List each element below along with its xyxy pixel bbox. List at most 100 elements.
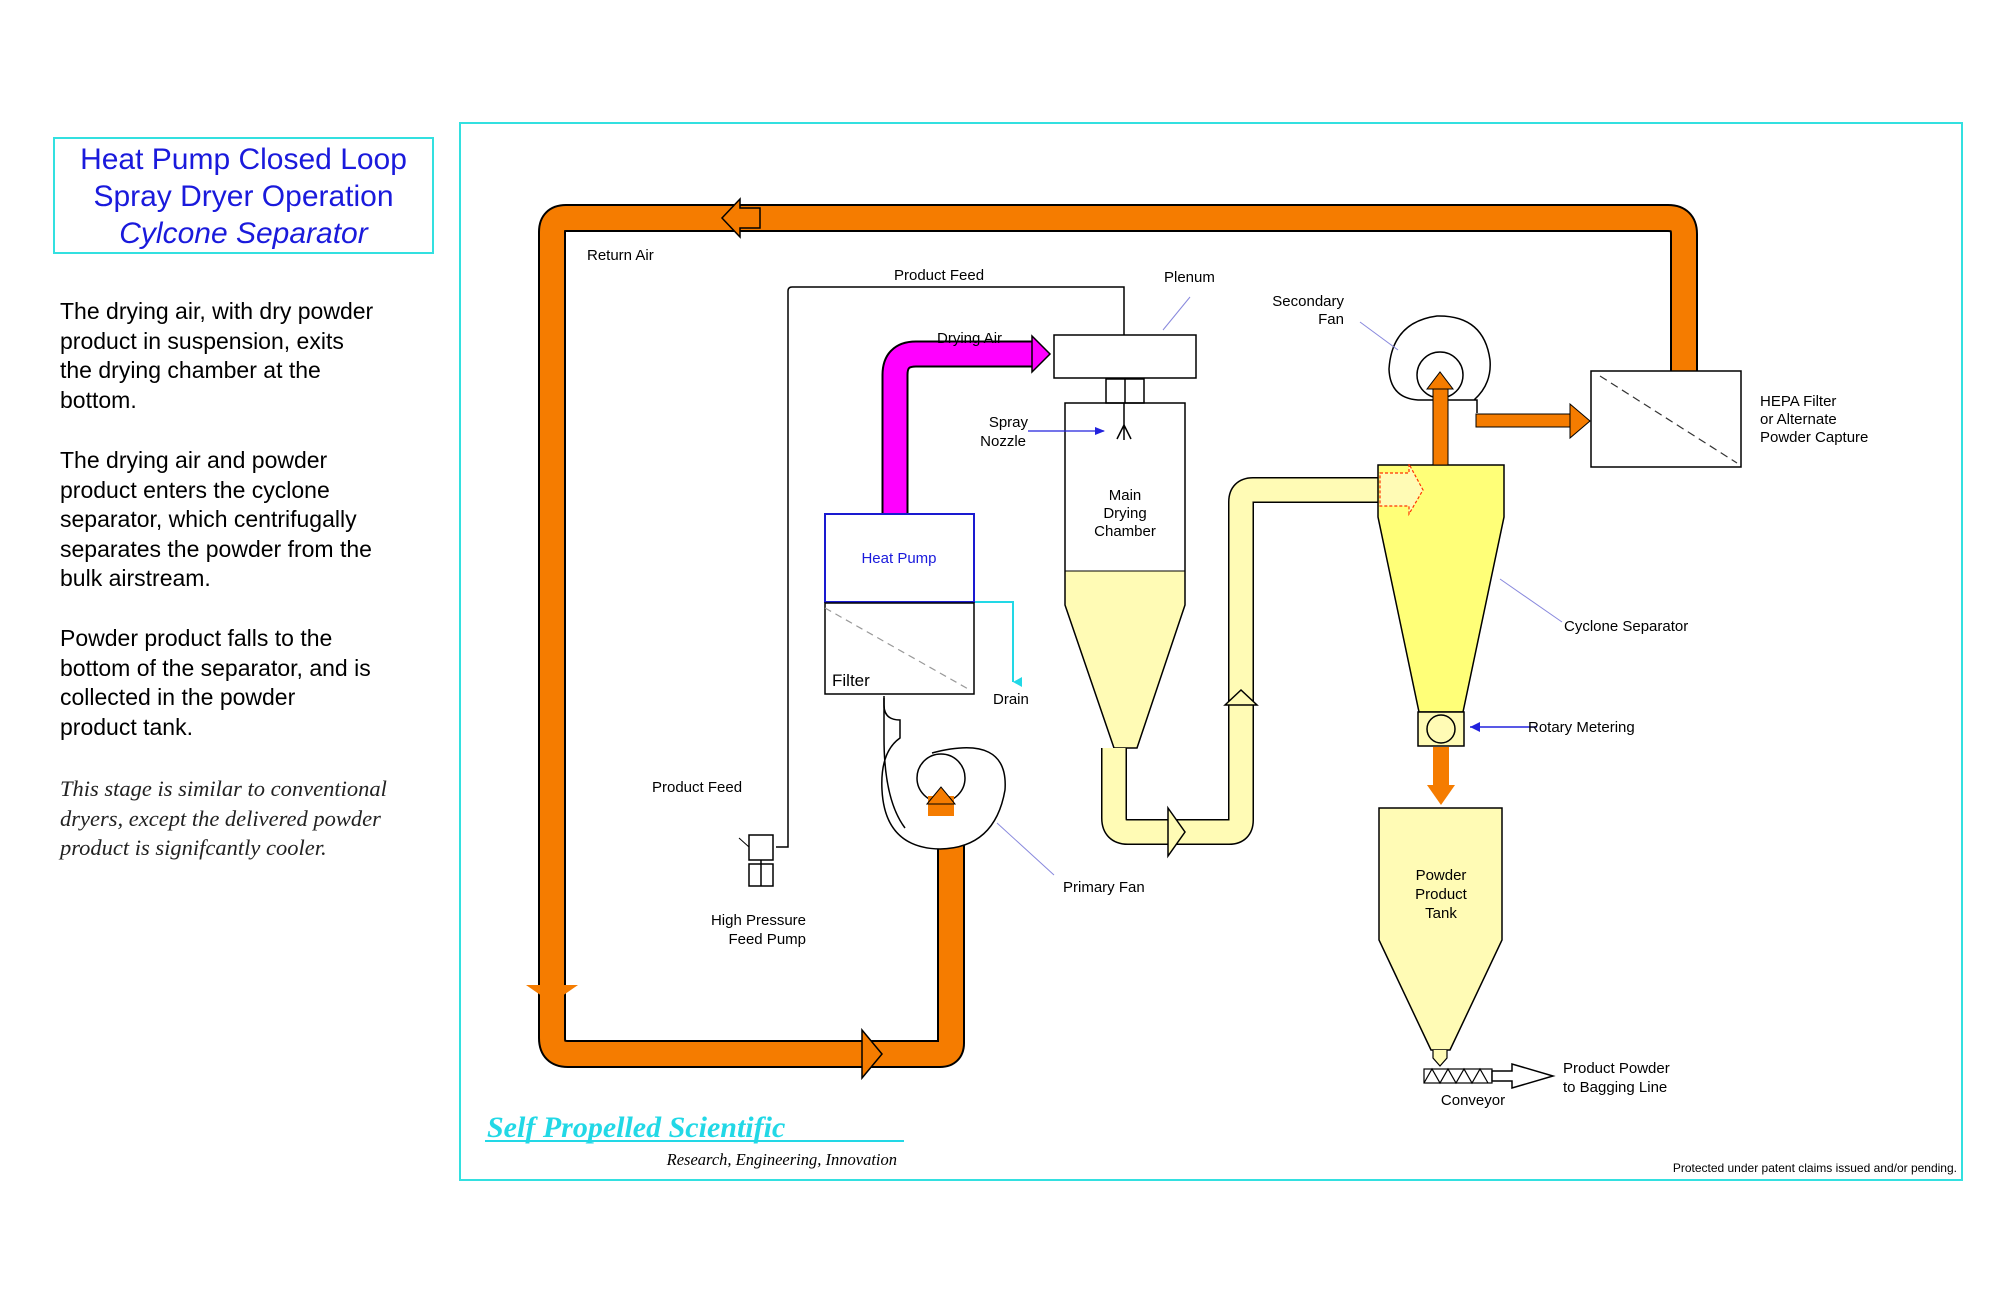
text-line: product in suspension, exits [60, 327, 344, 354]
hepa-label-1: HEPA Filter [1760, 393, 1836, 410]
hepa-filter-media-line [1599, 375, 1738, 464]
secondary-fan-arrow [1425, 371, 1455, 390]
powder-drop-arrow [1427, 785, 1455, 805]
brand-tagline: Research, Engineering, Innovation [666, 1150, 897, 1169]
chamber-label-3: Chamber [1094, 523, 1156, 540]
secondary-fan-outlet-duct [1475, 413, 1575, 428]
primary-fan-scroll [883, 698, 906, 829]
text-line: product tank. [60, 713, 193, 740]
drying-air-arrow [1031, 334, 1052, 374]
spray-nozzle-label-1: Spray [989, 414, 1029, 431]
return-air-arrow-right [861, 1027, 883, 1081]
tank-outlet [1432, 1050, 1448, 1067]
title-line-2: Spray Dryer Operation [93, 180, 394, 213]
text-line: separates the powder from the [60, 535, 372, 562]
brand-name: Self Propelled Scientific [487, 1111, 785, 1144]
hepa-label-3: Powder Capture [1760, 429, 1868, 446]
powder-product-tank [1378, 807, 1503, 1051]
tank-label-1: Powder [1416, 867, 1467, 884]
primary-fan-arrow [925, 786, 957, 805]
feed-pump-top [748, 834, 774, 861]
patent-notice: Protected under patent claims issued and… [1673, 1161, 1957, 1175]
text-line: bottom. [60, 386, 137, 413]
spray-nozzle-label-2: Nozzle [980, 433, 1026, 450]
cyclone-inlet-arrow [1379, 463, 1424, 517]
text-line: Powder product falls to the [60, 625, 333, 651]
plenum-label: Plenum [1164, 269, 1215, 286]
secondary-fan-outlet-arrow [1569, 402, 1591, 440]
drain-label: Drain [993, 691, 1029, 708]
chamber-label-2: Drying [1103, 505, 1146, 522]
drying-air-duct [883, 342, 1032, 513]
duct-arrow-up [1223, 688, 1259, 706]
text-line: the drying chamber at the [60, 357, 321, 383]
description-paragraph-2: The drying air and powder product enters… [60, 446, 420, 594]
rotary-metering-label: Rotary Metering [1528, 719, 1635, 736]
filter-media-line [824, 607, 971, 691]
return-air-duct [540, 206, 1696, 1066]
secondary-fan-label-2: Fan [1318, 311, 1344, 328]
return-air-arrow-left [720, 197, 761, 239]
text-line: product enters the cyclone [60, 476, 330, 503]
hepa-filter-box [1590, 370, 1742, 468]
duct-arrow-right [1167, 805, 1186, 859]
product-feed-left-label: Product Feed [652, 779, 742, 796]
conveyor-output-arrow [1491, 1062, 1556, 1090]
primary-fan-label: Primary Fan [1063, 879, 1145, 896]
main-drying-chamber [1064, 402, 1186, 749]
return-air-label: Return Air [587, 247, 654, 264]
plenum-box [1053, 334, 1197, 379]
heat-pump-box [824, 513, 975, 603]
plenum-pointer [1162, 296, 1191, 331]
conveyor-screw [1423, 1067, 1489, 1085]
rotary-metering-rotor [1426, 714, 1456, 744]
product-feed-line [776, 286, 1125, 848]
text-line: separator, which centrifugally [60, 506, 357, 532]
tank-label-2: Product [1415, 886, 1468, 903]
chamber-outlet-duct [1102, 748, 1170, 844]
text-line: bottom of the separator, and is [60, 654, 371, 681]
cyclone-separator-label: Cyclone Separator [1564, 618, 1688, 635]
text-line: dryers, except the delivered powder [60, 805, 381, 831]
drying-air-label: Drying Air [937, 330, 1002, 347]
secondary-fan-pointer [1359, 321, 1399, 351]
cyclone-pointer [1499, 578, 1563, 623]
feed-pump-label-2: Feed Pump [728, 931, 806, 948]
filter-box [824, 602, 975, 695]
description-paragraph-1: The drying air, with dry powder product … [60, 297, 420, 415]
conveyor-label: Conveyor [1441, 1092, 1505, 1109]
cyclone-inlet-duct-outline [1170, 477, 1378, 845]
feed-pump-label-1: High Pressure [711, 912, 806, 929]
rotary-metering-pointer-head [1470, 722, 1480, 732]
feed-pump-pointer [738, 837, 750, 848]
hepa-label-2: or Alternate [1760, 411, 1837, 428]
heat-pump-label: Heat Pump [861, 550, 936, 567]
text-line: This stage is similar to conventional [60, 776, 387, 801]
return-air-arrow-down [526, 985, 578, 1003]
title-line-3: Cylcone Separator [119, 217, 368, 250]
tank-label-3: Tank [1425, 905, 1457, 922]
secondary-fan-label-1: Secondary [1272, 293, 1344, 310]
cyclone-powder-drop [1433, 747, 1449, 787]
chamber-label-1: Main [1109, 487, 1142, 504]
product-feed-top-label: Product Feed [894, 267, 984, 284]
drain-line [975, 601, 1022, 687]
spray-nozzle-icon [1116, 424, 1132, 440]
product-powder-label-1: Product Powder [1563, 1060, 1670, 1077]
drying-chamber-powder-fill [1065, 571, 1185, 748]
filter-label: Filter [832, 671, 870, 690]
text-line: The drying air, with dry powder [60, 298, 374, 324]
description-paragraph-3: Powder product falls to the bottom of th… [60, 624, 420, 742]
description-note: This stage is similar to conventional dr… [60, 774, 440, 863]
text-line: The drying air and powder [60, 447, 328, 473]
cyclone-air-outlet [1432, 382, 1449, 466]
title-line-1: Heat Pump Closed Loop [80, 143, 407, 176]
text-line: bulk airstream. [60, 565, 211, 591]
text-line: collected in the powder [60, 684, 296, 710]
title-box: Heat Pump Closed Loop Spray Dryer Operat… [53, 137, 434, 254]
cyclone-inlet-duct [1170, 478, 1378, 844]
product-powder-label-2: to Bagging Line [1563, 1079, 1667, 1096]
primary-fan-pointer [996, 822, 1055, 876]
